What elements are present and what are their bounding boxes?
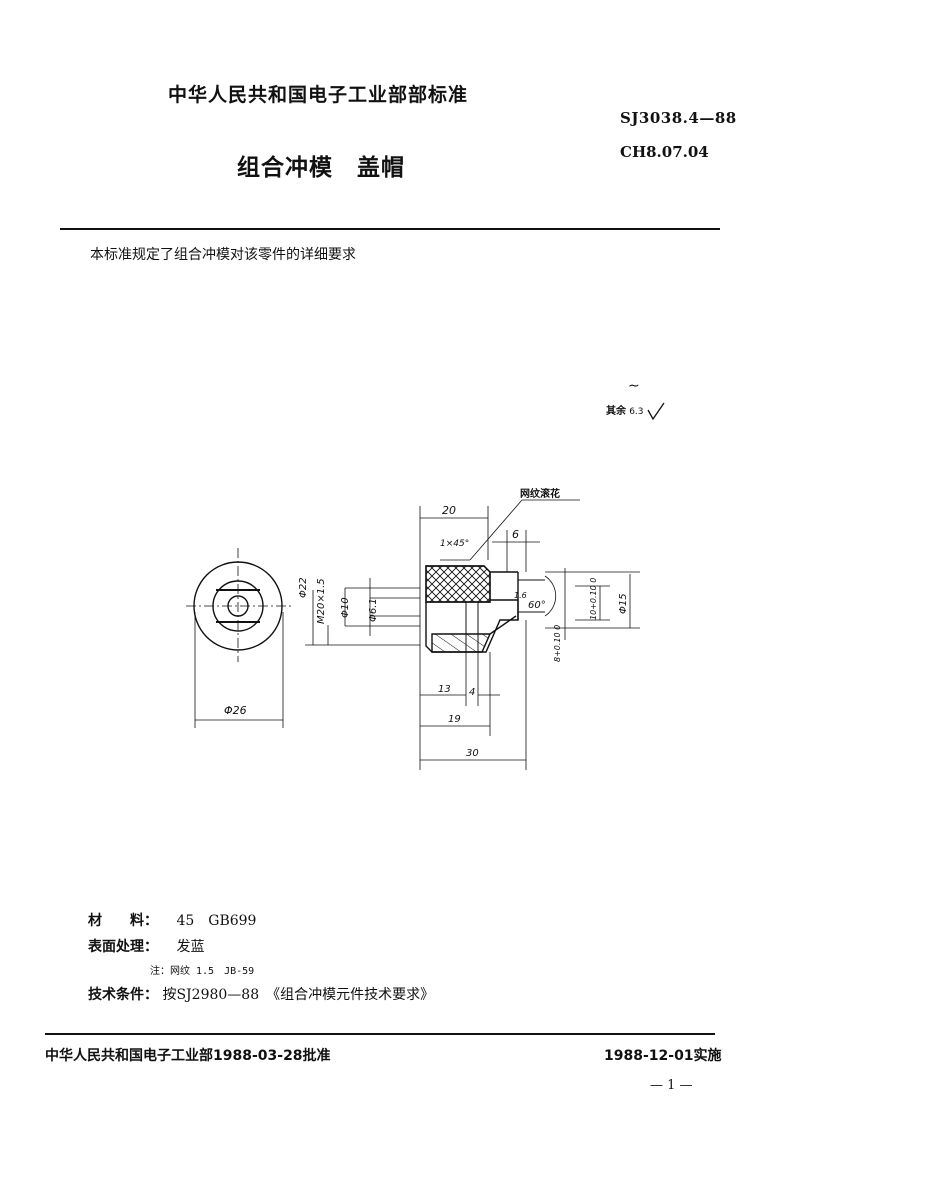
dim-13: 13 [438,684,451,695]
end-view [186,548,292,728]
material-row: 材 料： 45 GB699 [88,910,256,930]
effective-date: 1988-12-01实施 [604,1048,722,1064]
dim-6: 6 [512,528,519,541]
roughness-1-6: 1.6 [514,591,527,600]
dim-phi15: Φ15 [618,593,629,614]
classification-code: CH8.07.04 [620,143,709,161]
section-view [425,565,557,653]
knurl-note: 注：网纹 1.5 JB-59 [150,966,255,977]
document-title: 组合冲模 盖帽 [237,155,405,181]
dim-19: 19 [448,714,461,725]
dim-hole-10: 10+0.10 0 [589,578,598,620]
dim-angle-60: 60° [528,600,546,611]
dim-20: 20 [442,504,456,517]
right-dimension-lines [419,499,640,770]
dim-30: 30 [466,748,479,759]
issuing-organization: 中华人民共和国电子工业部部标准 [168,84,469,106]
roughness-check-icon [647,402,665,421]
knurl-callout: 网纹滚花 [520,487,560,500]
dim-thread: M20×1.5 [316,578,327,624]
technical-conditions-label: 技术条件： [88,987,158,1003]
surface-treatment-value: 发蓝 [176,939,205,955]
dim-phi6-1: Φ6.1 [368,598,379,622]
technical-drawing: Φ26 Φ22 M20×1.5 Φ10 Φ6.1 [186,487,640,770]
standard-number: SJ3038.4—88 [620,109,737,127]
page-number: — 1 — [650,1078,693,1093]
roughness-label: 其余 [606,406,626,417]
material-value: 45 GB699 [176,913,257,929]
surface-roughness-note: ∼ 其余 6.3 [606,378,665,421]
material-label: 材 料： [88,913,158,929]
dim-chamfer: 1×45° [440,539,469,549]
surface-treatment-label: 表面处理： [88,939,158,955]
technical-conditions-row: 技术条件： 按SJ2980—88 《组合冲模元件技术要求》 [88,984,434,1004]
roughness-value: 6.3 [629,407,644,417]
dim-4: 4 [469,687,475,698]
technical-conditions-value: 按SJ2980—88 《组合冲模元件技术要求》 [162,987,435,1003]
footer-divider [45,1033,715,1035]
surface-treatment-row: 表面处理： 发蓝 [88,936,204,956]
dim-phi22: Φ22 [298,577,309,598]
dim-phi26: Φ26 [224,704,247,717]
roughness-top-symbol: ∼ [628,378,640,394]
header-divider [60,228,720,230]
dim-hole-8: 8+0.10 0 [553,625,562,662]
intro-text: 本标准规定了组合冲模对该零件的详细要求 [90,247,356,263]
left-dimension-lines [305,578,420,646]
approval-statement: 中华人民共和国电子工业部1988-03-28批准 [45,1048,331,1064]
dim-phi10: Φ10 [340,597,351,618]
